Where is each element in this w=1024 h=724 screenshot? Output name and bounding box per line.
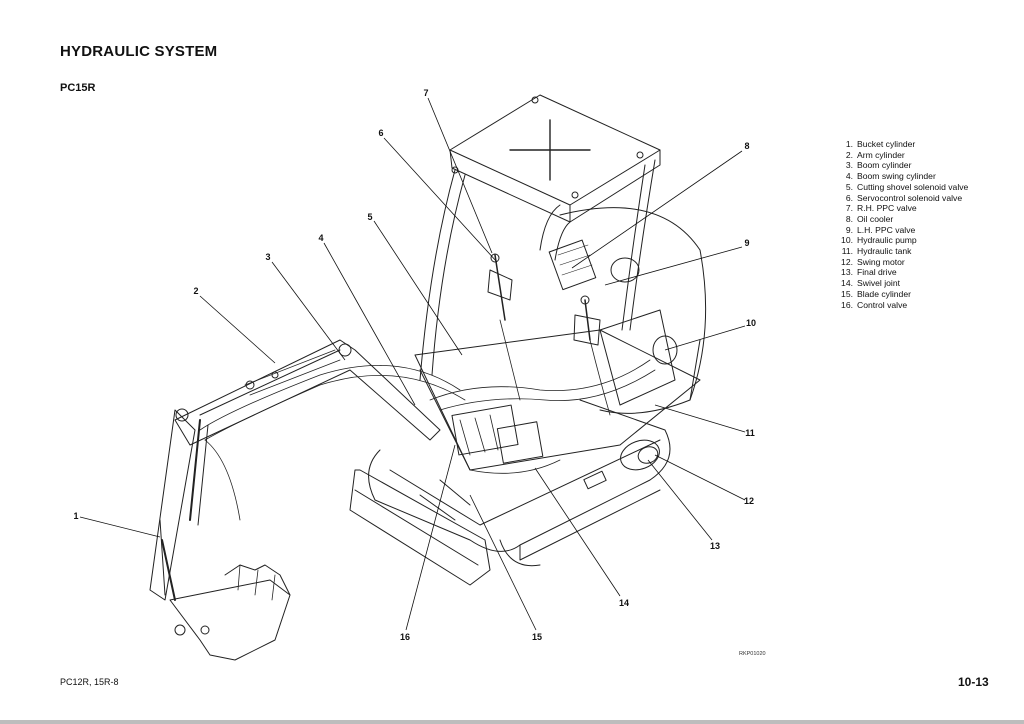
legend-item: 16.Control valve	[841, 299, 908, 310]
page-title: HYDRAULIC SYSTEM	[60, 43, 218, 60]
arm	[149, 409, 196, 601]
legend-item: 6.Servocontrol solenoid valve	[845, 192, 963, 203]
callout-3: 3	[265, 252, 271, 262]
legend-item: 8.Oil cooler	[845, 213, 894, 224]
oil-cooler	[548, 239, 597, 291]
legend-item: 4.Boom swing cylinder	[845, 171, 936, 182]
callout-8: 8	[744, 141, 750, 151]
legend-item: 13.Final drive	[841, 267, 897, 278]
model-heading: PC15R	[60, 82, 96, 94]
callout-2: 2	[193, 286, 199, 296]
callout-12: 12	[743, 496, 755, 506]
callout-14: 14	[618, 598, 630, 608]
legend-item: 2.Arm cylinder	[845, 149, 905, 160]
callout-1: 1	[73, 511, 79, 521]
bucket	[169, 579, 291, 661]
legend-item: 5.Cutting shovel solenoid valve	[845, 181, 969, 192]
callout-7: 7	[423, 88, 429, 98]
legend-item: 12.Swing motor	[841, 256, 905, 267]
page-number: 10-13	[958, 675, 989, 689]
callout-6: 6	[378, 128, 384, 138]
dozer-blade	[349, 469, 491, 586]
callout-16: 16	[399, 632, 411, 642]
callout-15: 15	[531, 632, 543, 642]
callout-10: 10	[745, 318, 757, 328]
legend-item: 3.Boom cylinder	[845, 160, 912, 171]
boom	[174, 339, 441, 446]
page-edge	[0, 720, 1024, 724]
rops-frame	[419, 169, 456, 381]
legend-item: 1.Bucket cylinder	[845, 139, 916, 149]
parts-legend: 1.Bucket cylinder 2.Arm cylinder 3.Boom …	[840, 139, 990, 310]
callout-11: 11	[745, 428, 755, 438]
engine-hood	[559, 207, 707, 414]
track-frame	[368, 399, 671, 552]
legend-item: 9.L.H. PPC valve	[845, 224, 916, 235]
legend-item: 7.R.H. PPC valve	[845, 203, 917, 214]
legend-item: 15.Blade cylinder	[841, 288, 911, 299]
legend-item: 10.Hydraulic pump	[841, 235, 917, 246]
callout-5: 5	[367, 212, 373, 222]
legend-item: 11.Hydraulic tank	[841, 246, 912, 257]
callout-4: 4	[318, 233, 324, 243]
footer-model: PC12R, 15R-8	[60, 677, 119, 687]
figure-code: RKP01020	[739, 651, 766, 657]
callout-13: 13	[709, 541, 721, 551]
callout-9: 9	[744, 238, 750, 248]
legend-item: 14.Swivel joint	[841, 278, 900, 289]
